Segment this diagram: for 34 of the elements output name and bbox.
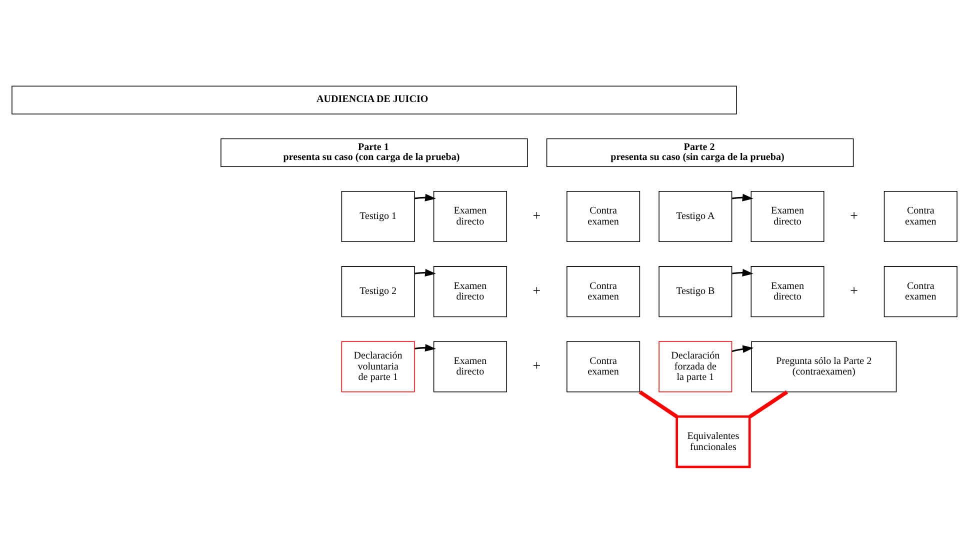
node-box: Declaración forzada de la parte 1 bbox=[658, 341, 732, 392]
node-box: Examen directo bbox=[750, 266, 824, 318]
node-box: Contra examen bbox=[566, 190, 640, 242]
arrow bbox=[414, 344, 436, 352]
node-box: Contra examen bbox=[884, 266, 958, 318]
node-box: Testigo B bbox=[658, 266, 732, 318]
node-box: Contra examen bbox=[566, 266, 640, 318]
node-box: Examen directo bbox=[433, 190, 507, 242]
label: + bbox=[532, 284, 541, 299]
arrow bbox=[732, 345, 754, 353]
arrow bbox=[732, 268, 754, 276]
node-box: Equivalentes funcionales bbox=[676, 415, 751, 468]
node-box: Examen directo bbox=[433, 266, 507, 318]
label: + bbox=[532, 208, 541, 224]
node-box: Testigo A bbox=[658, 190, 732, 242]
node-box: Testigo 2 bbox=[341, 266, 415, 318]
label: + bbox=[850, 284, 858, 299]
arrow bbox=[414, 194, 436, 202]
connector bbox=[748, 390, 788, 418]
node-box: Parte 1 presenta su caso (con carga de la prueba) bbox=[220, 138, 528, 167]
node-box: AUDIENCIA DE JUICIO bbox=[12, 86, 737, 114]
node-box: Examen directo bbox=[433, 341, 507, 392]
arrow bbox=[414, 268, 436, 276]
node-box: Examen directo bbox=[750, 190, 824, 242]
label: + bbox=[532, 359, 541, 374]
node-box: Declaración voluntaria de parte 1 bbox=[341, 341, 415, 392]
node-box: Testigo 1 bbox=[341, 190, 415, 242]
node-box: Parte 2 presenta su caso (sin carga de la prueba) bbox=[546, 138, 854, 167]
arrow bbox=[732, 194, 754, 202]
node-box: Contra examen bbox=[566, 341, 640, 392]
connector bbox=[638, 390, 678, 418]
node-box: Pregunta sólo la Parte 2 (contraexamen) bbox=[751, 341, 897, 392]
label: + bbox=[850, 208, 858, 224]
node-box: Contra examen bbox=[884, 190, 958, 242]
